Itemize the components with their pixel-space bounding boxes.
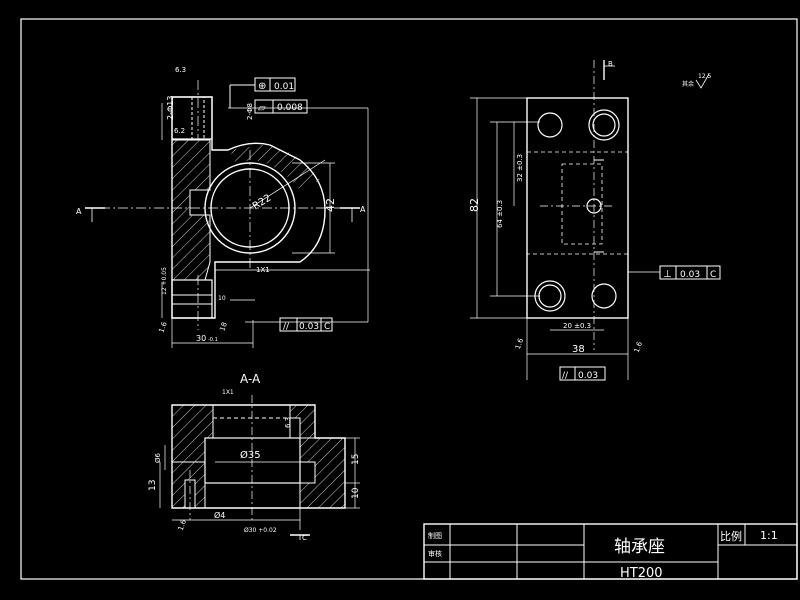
side-gdt-perp-symbol: ⊥ — [663, 269, 672, 280]
side-dim-height: 82 — [468, 198, 481, 212]
front-gdt-parallel-symbol: // — [283, 322, 290, 332]
front-dim-bottom-left2: 10 — [218, 295, 226, 302]
side-roughness-top: 12.5 — [698, 73, 712, 80]
section-hatch-right — [289, 404, 316, 439]
side-angle-mark: 1.6 — [514, 337, 526, 351]
front-gdt-parallel-datum: C — [324, 322, 330, 332]
front-dim-bottom-mid: 18 — [218, 321, 229, 332]
drawing-border — [20, 18, 798, 580]
title-block — [423, 523, 798, 580]
title-part-name: 轴承座 — [614, 537, 665, 557]
section-hatch-bottom-left — [171, 461, 206, 509]
section-dim-bottom-right: Ø30 +0.02 — [244, 527, 277, 534]
front-gdt-position-symbol: ⊕ — [258, 81, 266, 92]
side-gdt-parallel-value: 0.03 — [578, 371, 598, 381]
side-gdt-perp-value: 0.03 — [680, 270, 700, 280]
section-angle-mark: 1.6 — [177, 518, 189, 532]
front-gdt-position-value: 0.01 — [274, 82, 294, 92]
roughness-symbol — [695, 73, 710, 89]
section-title: A-A — [240, 372, 261, 386]
front-angle-mark: 1.6 — [157, 320, 169, 334]
front-gdt-flatness-frame — [254, 99, 308, 114]
front-dim-small: 6.2 — [174, 127, 185, 135]
section-dim-bottom-4: Ø4 — [214, 510, 225, 520]
section-view — [159, 395, 360, 540]
section-dim-bore: Ø35 — [240, 449, 261, 461]
section-dim-15: 15 — [351, 454, 361, 465]
title-scale-label: 比例 — [720, 529, 742, 543]
section-datum-label: C — [302, 534, 307, 542]
front-dim-bottom-left: 12 +0.05 — [161, 267, 168, 295]
section-dim-chamfer: 1X1 — [222, 389, 234, 396]
front-gdt-position-frame — [229, 77, 296, 108]
section-hatch-right2 — [299, 437, 346, 509]
title-label-drawn: 制图 — [428, 531, 442, 540]
front-dim-width-tol: -0.1 — [208, 337, 218, 343]
title-material: HT200 — [620, 566, 663, 581]
section-dim-left: Ø6 — [154, 452, 162, 463]
section-hatch-left — [171, 404, 214, 463]
front-dim-hole2: 2-Φ8 — [246, 103, 254, 120]
front-body-outline — [171, 96, 326, 319]
side-dim-inner-height2: 32 ±0.3 — [516, 154, 524, 182]
title-label-checked: 审核 — [428, 549, 442, 558]
front-section-marker-left: A — [76, 207, 82, 216]
front-gdt-parallel-frame — [279, 317, 333, 332]
side-dim-inner-height: 64 ±0.3 — [496, 200, 504, 228]
front-bottom-boss — [171, 279, 213, 319]
front-hatch-area — [171, 139, 211, 281]
section-dim-10: 10 — [351, 487, 361, 499]
section-dim-13: 13 — [148, 480, 158, 491]
side-gdt-perp-frame — [659, 265, 721, 280]
side-datum-label: B — [608, 60, 613, 68]
side-dim-width: 38 — [572, 344, 585, 355]
front-dim-hole: 2-Φ13 — [166, 96, 175, 120]
front-view — [85, 80, 370, 348]
front-roughness: 6.3 — [175, 66, 186, 74]
front-gdt-flatness-value: 0.008 — [277, 103, 303, 113]
side-roughness-note: 其余 — [682, 80, 694, 88]
side-gdt-perp-datum: C — [710, 270, 716, 280]
title-scale-value: 1:1 — [760, 529, 778, 542]
front-dim-42: 42 — [324, 198, 337, 212]
front-gdt-flatness-symbol: ▱ — [258, 103, 266, 114]
front-dim-chamfer: 1X1 — [256, 266, 270, 274]
front-section-marker-right: A — [360, 205, 366, 214]
section-roughness: 6.3 — [284, 417, 292, 428]
side-angle-mark2: 1.6 — [633, 340, 645, 354]
side-gdt-parallel-symbol: // — [562, 371, 569, 381]
side-gdt-parallel-frame — [559, 366, 606, 381]
front-dim-width: 30 — [196, 334, 206, 343]
front-gdt-parallel-value: 0.03 — [299, 322, 319, 332]
side-view — [470, 60, 660, 380]
side-dim-bottom-spacing: 20 ±0.3 — [563, 322, 591, 330]
front-hatch-top — [230, 145, 320, 190]
